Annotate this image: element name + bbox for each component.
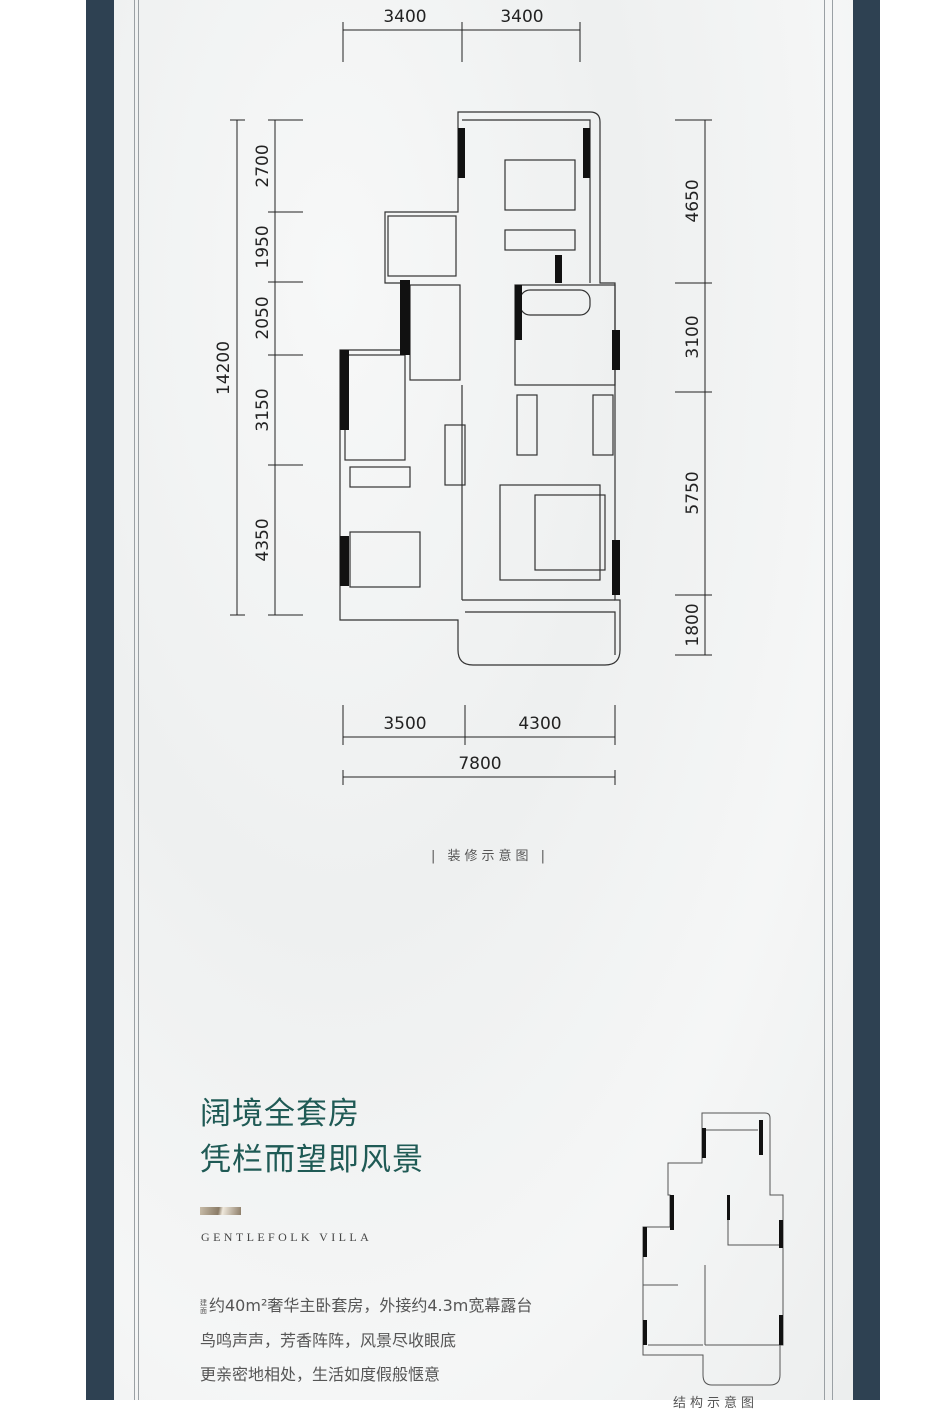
frame-line [824, 0, 825, 1400]
dim-right: 3100 [683, 315, 703, 358]
plan-caption: | 装修示意图 | [430, 849, 550, 864]
dim-left: 2050 [253, 296, 273, 339]
frame-line [134, 0, 135, 1400]
headline-line1: 阔境全套房 [200, 1096, 360, 1132]
structure-caption: 结构示意图 [673, 1396, 759, 1411]
dim-left: 3150 [253, 388, 273, 431]
dim-left-total: 14200 [214, 341, 234, 395]
headline-line2: 凭栏而望即风景 [200, 1142, 424, 1178]
structural-walls [340, 128, 620, 595]
right-frame-band [853, 0, 880, 1400]
desc-line3: 更亲密地相处，生活如度假般惬意 [200, 1365, 441, 1384]
dim-right: 4650 [683, 179, 703, 222]
dim-left: 2700 [253, 144, 273, 187]
dim-top-1: 3400 [383, 7, 426, 27]
dim-bottom-total: 7800 [458, 754, 501, 774]
dim-bottom: 4300 [518, 714, 561, 734]
dim-right: 5750 [683, 471, 703, 514]
desc-prefix: 建面 [200, 1298, 207, 1315]
brand-emblem [200, 1207, 241, 1215]
dim-left: 1950 [253, 225, 273, 268]
desc-line2: 鸟鸣声声，芳香阵阵，风景尽收眼底 [200, 1331, 457, 1350]
dim-bottom: 3500 [383, 714, 426, 734]
dimension-lines [230, 22, 712, 785]
dim-right: 1800 [683, 603, 703, 646]
brand-english: GENTLEFOLK VILLA [201, 1230, 373, 1244]
frame-line [138, 0, 139, 1400]
dim-top-2: 3400 [500, 7, 543, 27]
frame-line [832, 0, 833, 1400]
walls [339, 111, 621, 666]
dim-left: 4350 [253, 518, 273, 561]
left-frame-band [86, 0, 114, 1400]
desc-line1: 约40m²奢华主卧套房，外接约4.3m宽幕露台 [209, 1296, 533, 1315]
